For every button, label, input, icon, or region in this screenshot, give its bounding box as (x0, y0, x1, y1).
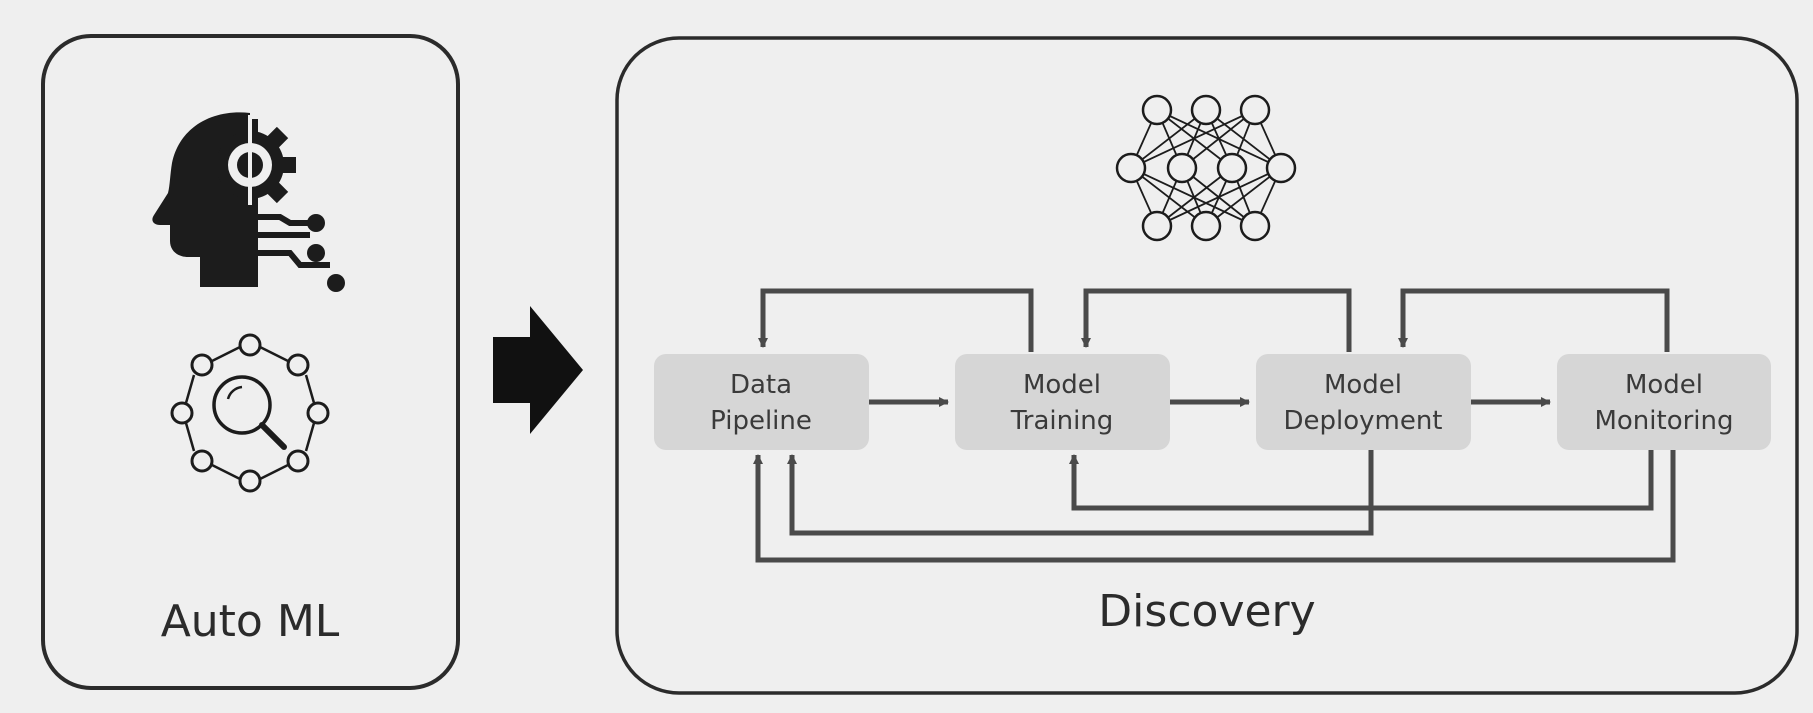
neural-node (1190, 210, 1222, 242)
neural-node (1216, 152, 1248, 184)
neural-node (1166, 152, 1198, 184)
stage-model-training-line2: Training (1010, 406, 1114, 436)
loop-deployment-to-pipeline (787, 450, 1374, 536)
stage-model-monitoring-line1: Model (1625, 370, 1703, 400)
search-network-icon (170, 333, 330, 493)
pipeline-connectors (753, 288, 1676, 563)
ai-head-gear-circuit-icon (152, 112, 345, 292)
loop-monitoring-to-pipeline (753, 450, 1676, 563)
stage-data-pipeline-line1: Data (730, 370, 792, 400)
neural-node (1115, 152, 1147, 184)
loop-training-to-pipeline (758, 288, 1034, 352)
automl-title: Auto ML (161, 596, 340, 647)
stage-model-deployment-line1: Model (1324, 370, 1402, 400)
stage-model-monitoring-line2: Monitoring (1594, 406, 1733, 436)
stage-data-pipeline-line2: Pipeline (710, 406, 812, 436)
neural-node (1141, 210, 1173, 242)
stage-data-pipeline: Data Pipeline (654, 354, 869, 450)
automl-panel-border (41, 34, 460, 690)
stage-model-deployment-line2: Deployment (1283, 406, 1442, 436)
loop-monitoring-to-training (1069, 450, 1654, 511)
neural-node (1141, 94, 1173, 126)
neural-network-icon (1115, 94, 1297, 242)
loop-deployment-to-training (1081, 288, 1352, 352)
discovery-panel-border (615, 36, 1799, 695)
neural-node (1239, 210, 1271, 242)
discovery-title: Discovery (1098, 586, 1315, 637)
loop-monitoring-to-deployment (1398, 288, 1670, 352)
stage-model-deployment: Model Deployment (1256, 354, 1471, 450)
stage-model-training: Model Training (955, 354, 1170, 450)
stage-model-training-line1: Model (1023, 370, 1101, 400)
neural-node (1239, 94, 1271, 126)
neural-node (1265, 152, 1297, 184)
right-arrow-icon (493, 306, 583, 434)
automl-panel: Auto ML (41, 34, 460, 690)
discovery-panel: Data Pipeline Model Training Model Deplo… (615, 36, 1799, 695)
neural-node (1190, 94, 1222, 126)
stage-model-monitoring: Model Monitoring (1557, 354, 1771, 450)
